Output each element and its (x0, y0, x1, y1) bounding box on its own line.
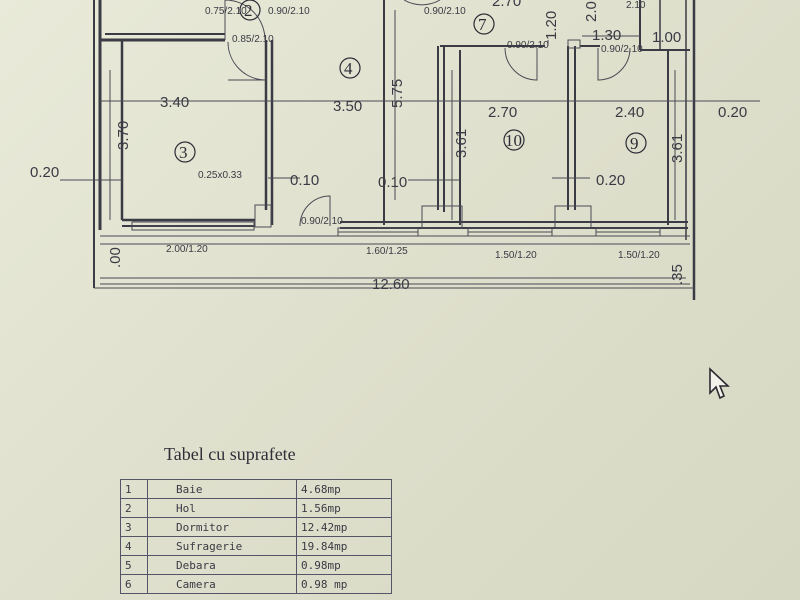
window-label-2: 1.60/1.25 (366, 246, 408, 257)
dim-3-40: 3.40 (160, 94, 189, 111)
dim-0-10-a: 0.10 (290, 172, 319, 189)
door-swings (224, 0, 631, 227)
row-number: 5 (120, 555, 148, 575)
room-name: Hol (147, 498, 297, 518)
door-label-f: 0.90/2.10 (601, 44, 643, 55)
room-name: Baie (147, 479, 297, 499)
dim-2-70-top: 2.70 (492, 0, 521, 10)
mouse-pointer-icon (709, 367, 730, 400)
dim-3-70: 3.70 (115, 121, 132, 150)
dim-1-20-v: 1.20 (543, 11, 560, 40)
dim-0-20-left: 0.20 (30, 164, 59, 181)
dim-35-v: .35 (669, 264, 686, 285)
room-number-4: 4 (344, 59, 353, 78)
room-area: 19.84mp (296, 536, 392, 556)
row-number: 4 (120, 536, 148, 556)
dimension-lines (60, 10, 760, 285)
room-numbers: 2 3 4 7 10 9 (174, 0, 647, 163)
row-number: 1 (120, 479, 148, 499)
dim-0-10-b: 0.10 (378, 174, 407, 191)
dim-00-v: .00 (107, 247, 124, 268)
door-label-b: 0.90/2.10 (268, 6, 310, 17)
dim-2-70: 2.70 (488, 104, 517, 121)
table-title: Tabel cu suprafete (164, 444, 296, 464)
row-number: 6 (120, 574, 148, 594)
dim-5-75: 5.75 (389, 79, 406, 108)
door-label-e: 0.90/2.10 (507, 40, 549, 51)
room-name: Dormitor (147, 517, 297, 537)
door-label-c: 0.85/2.10 (232, 34, 274, 45)
room-number-2: 2 (244, 1, 253, 20)
row-number: 2 (120, 498, 148, 518)
window-label-3: 1.50/1.20 (495, 250, 537, 261)
dimension-labels: 3.40 3.50 2.70 2.40 0.20 0.20 0.10 0.10 … (30, 0, 747, 293)
window-label-1: 2.00/1.20 (166, 244, 208, 255)
room-name: Camera (147, 574, 297, 594)
room-number-7: 7 (478, 15, 487, 34)
bottom-wall (122, 204, 688, 229)
room-number-10: 10 (505, 131, 522, 150)
dim-0-25x0-33: 0.25x0.33 (198, 170, 242, 181)
dim-12-60: 12.60 (372, 276, 410, 293)
window-label-4: 1.50/1.20 (618, 250, 660, 261)
dim-1-30: 1.30 (592, 27, 621, 44)
top-walls (100, 33, 690, 51)
door-label-a: 0.75/2.10 (205, 6, 247, 17)
dim-1-00: 1.00 (652, 29, 681, 46)
door-label-g: 0.90/2.10 (301, 216, 343, 227)
room-number-9: 9 (630, 134, 639, 153)
room-area: 4.68mp (296, 479, 392, 499)
outer-walls (93, 0, 696, 300)
windows (131, 221, 661, 237)
door-label-h: 2.10 (626, 0, 646, 11)
dim-2-0-v: 2.0 (583, 1, 600, 22)
dim-3-61-b: 3.61 (669, 134, 686, 163)
room-area: 12.42mp (296, 517, 392, 537)
dim-0-20-c: 0.20 (596, 172, 625, 189)
door-labels: 0.75/2.10 0.90/2.10 0.85/2.10 0.90/2.10 … (205, 0, 646, 227)
room-area: 1.56mp (296, 498, 392, 518)
door-label-d: 0.90/2.10 (424, 6, 466, 17)
window-labels: 2.00/1.20 1.60/1.25 1.50/1.20 1.50/1.20 (166, 244, 660, 261)
room-number-3: 3 (179, 143, 188, 162)
room-area: 0.98 mp (296, 574, 392, 594)
dim-3-50: 3.50 (333, 98, 362, 115)
dim-3-61-a: 3.61 (453, 129, 470, 158)
room-name: Debara (147, 555, 297, 575)
room-name: Sufragerie (147, 536, 297, 556)
dim-0-20-right: 0.20 (718, 104, 747, 121)
interior-walls (120, 0, 669, 225)
row-number: 3 (120, 517, 148, 537)
room-area: 0.98mp (296, 555, 392, 575)
dim-2-40: 2.40 (615, 104, 644, 121)
